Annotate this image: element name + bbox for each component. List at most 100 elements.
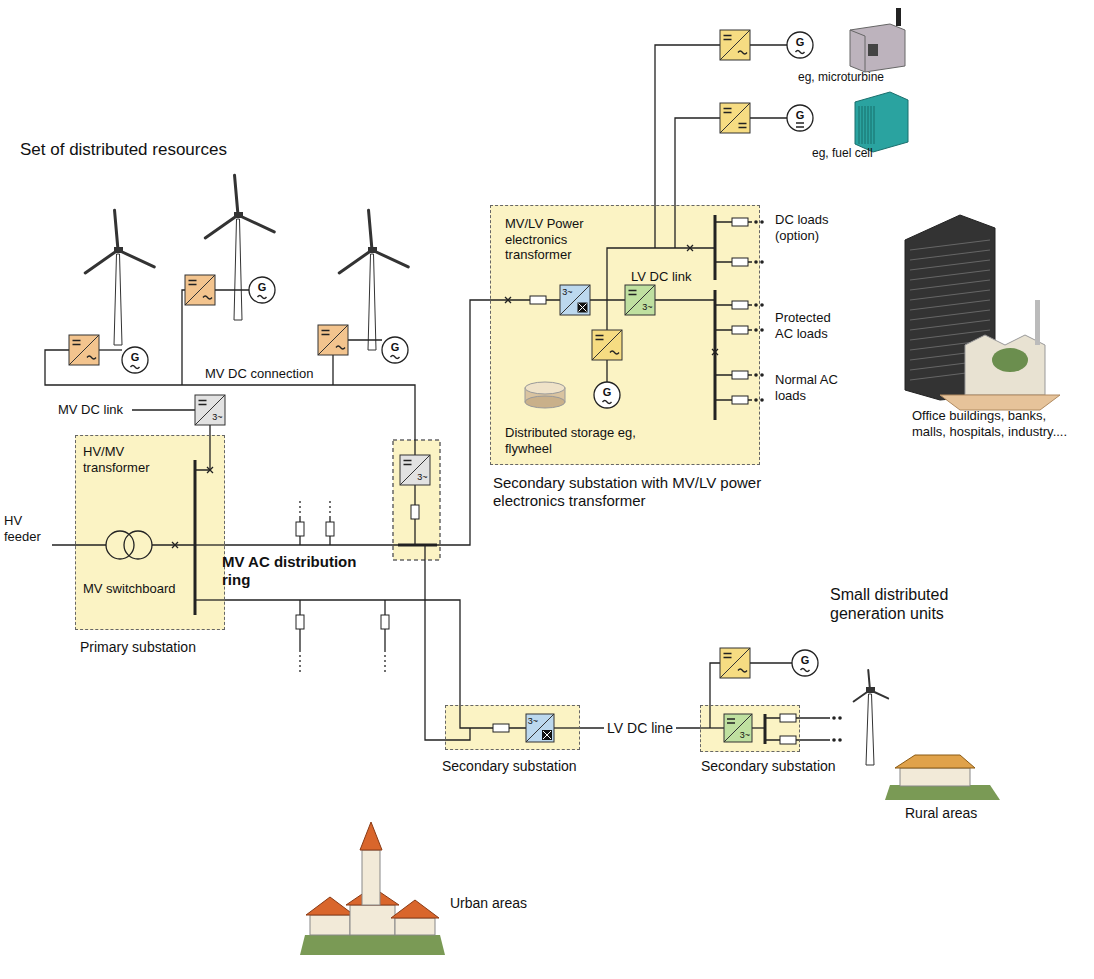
terminal-dot: [754, 303, 758, 307]
generator-symbol: [249, 277, 275, 303]
generator-letter: G: [388, 342, 402, 353]
wire: [45, 350, 415, 455]
wire: [655, 299, 715, 300]
wind-turbine: [866, 687, 875, 693]
fuse-symbol: [296, 522, 304, 536]
fuse-symbol: [381, 615, 389, 629]
transformer-symbol: [106, 531, 134, 559]
converter-symbol: [592, 330, 622, 360]
load-label: Protected AC loads: [775, 310, 847, 341]
rural-area-picture: [895, 755, 975, 768]
converter-symbol: [87, 356, 96, 359]
phase-mark: 3~: [414, 473, 432, 482]
converter-symbol: [185, 275, 215, 305]
converter-symbol: [720, 103, 750, 133]
fuse-symbol: [296, 615, 304, 629]
substation-box: MV/LV Power electronics transformerLV DC…: [490, 205, 760, 465]
terminal-dot: [760, 328, 764, 332]
wire: [764, 714, 767, 744]
wire: [445, 728, 470, 740]
terminal-dot: [754, 373, 758, 377]
terminal-dot: [760, 303, 764, 307]
generator-symbol: [122, 347, 148, 373]
wire: [332, 355, 333, 385]
generator-symbol: [792, 650, 818, 676]
converter-symbol: [727, 719, 735, 723]
wire: [750, 44, 787, 45]
fuel-cell-picture: [859, 106, 860, 144]
wind-turbine: [866, 694, 874, 765]
wire: [348, 339, 382, 340]
converter-symbol: [720, 648, 750, 678]
load-label: DC loads (option): [775, 212, 847, 243]
wire: [329, 498, 330, 518]
fuse-symbol: [780, 736, 796, 744]
fuel-cell-picture: [855, 92, 908, 152]
generator-symbol: [603, 401, 612, 404]
generator-symbol: [131, 366, 140, 369]
urban-area-picture: [391, 900, 439, 918]
generator-letter: G: [798, 655, 812, 666]
urban-area-picture: [360, 822, 382, 850]
feeder-label: HV feeder: [4, 513, 54, 544]
wire: [194, 460, 197, 615]
converter-symbol: [189, 281, 197, 285]
converter-symbol: [185, 275, 215, 305]
microturbine-picture: [868, 44, 878, 56]
urban-area-picture: [300, 822, 445, 955]
converter-symbol: [336, 346, 345, 349]
office-building-picture: [992, 348, 1028, 372]
wind-turbine: [118, 250, 154, 267]
flywheel-picture: [525, 382, 565, 408]
office-building-picture: [910, 260, 990, 270]
component-label: MV/LV Power electronics transformer: [505, 216, 617, 263]
converter-symbol: [542, 730, 552, 740]
wind-turbine: [369, 210, 372, 250]
microturbine-picture: [850, 24, 905, 72]
wire: [195, 544, 225, 545]
source-label: eg, fuel cell: [812, 146, 907, 160]
group-caption: Small distributed generation units: [830, 585, 1010, 623]
wire: [714, 215, 717, 280]
load-label: Normal AC loads: [775, 372, 851, 403]
wind-turbine: [205, 215, 238, 238]
office-building-picture: [910, 280, 990, 290]
fuse-symbol: [732, 258, 748, 266]
transformer-symbol: [124, 531, 152, 559]
generator-symbol: [796, 123, 804, 127]
wire: [606, 300, 607, 330]
fuel-cell-picture: [868, 106, 869, 144]
terminal-dot: [832, 716, 836, 720]
fuse-symbol: [732, 301, 748, 309]
converter-symbol: [724, 36, 732, 40]
generator-symbol: [382, 337, 408, 363]
converter-enclosure: [393, 440, 440, 560]
office-building-picture: [910, 250, 990, 260]
phase-mark: 3~: [559, 288, 577, 297]
terminal-dot: [832, 738, 836, 742]
wire: [750, 117, 787, 118]
breaker-symbol: [172, 542, 178, 548]
converter-symbol: [592, 330, 622, 360]
flywheel-picture: [525, 396, 565, 408]
office-building-picture: [940, 395, 1060, 410]
wire: [700, 727, 724, 728]
consumer-label: Office buildings, banks, malls, hospital…: [912, 408, 1072, 439]
substation-heading: Secondary substation: [442, 758, 612, 775]
generator-symbol: [787, 105, 813, 131]
substation-fill: [75, 435, 225, 630]
terminal-dot: [754, 328, 758, 332]
generator-symbol: [792, 650, 818, 676]
converter-symbol: [322, 331, 330, 335]
urban-area-picture: [300, 935, 445, 955]
wire: [99, 349, 122, 350]
converter-symbol: [185, 275, 215, 305]
converter-symbol: [720, 103, 750, 133]
wire: [675, 118, 720, 248]
phase-mark: 3~: [639, 303, 657, 312]
fuse-symbol: [326, 522, 334, 536]
wire: [710, 663, 720, 728]
converter-symbol: [720, 648, 750, 678]
converter-symbol: [720, 30, 750, 60]
office-building-picture: [910, 240, 990, 250]
